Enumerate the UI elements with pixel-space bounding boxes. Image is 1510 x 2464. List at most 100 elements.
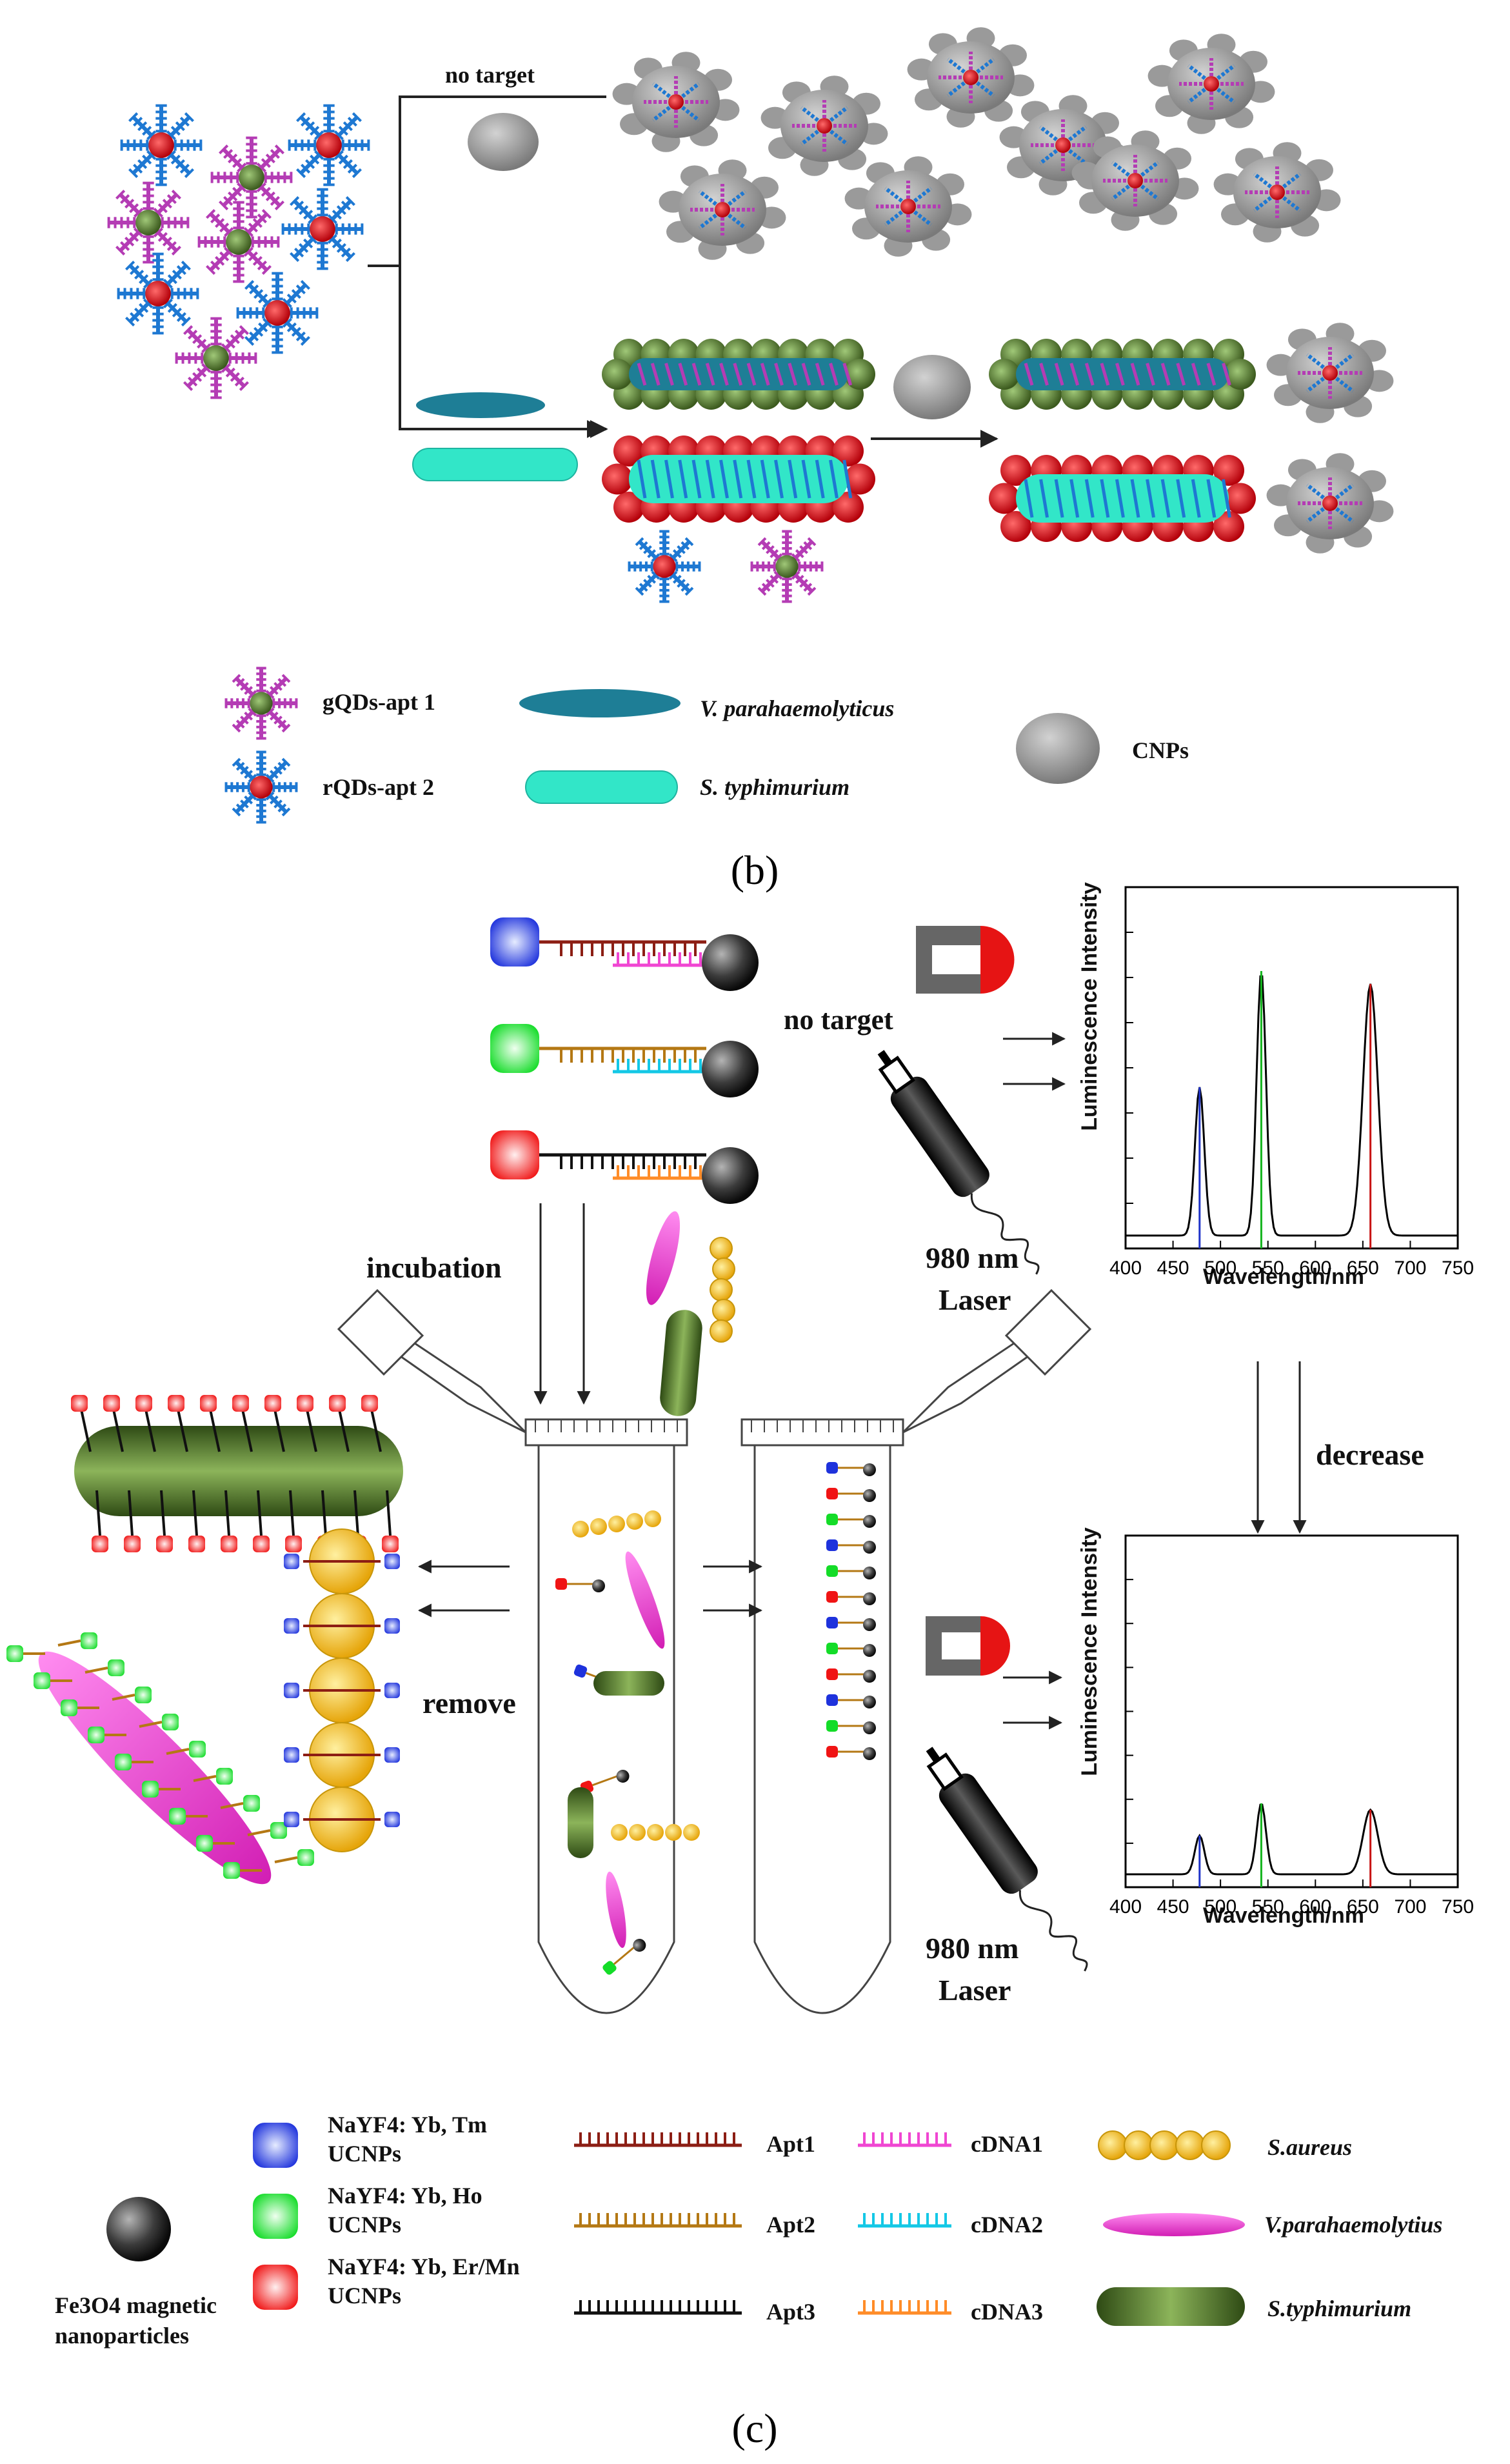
cnp-particle-2 (893, 355, 971, 419)
legend-vp-c: V.parahaemolytius (1264, 2212, 1442, 2238)
mini-probe (826, 1591, 876, 1605)
x-tick-label: 700 (1394, 1896, 1426, 1918)
incubation-label: incubation (366, 1251, 502, 1284)
x-tick-label: 750 (1442, 1257, 1474, 1279)
sa-in-tube (608, 1516, 625, 1532)
legend-vp-cell-c (1103, 2213, 1245, 2236)
captured-cell (989, 339, 1256, 410)
mini-probe (826, 1746, 876, 1760)
legend-fe-line2: nanoparticles (55, 2323, 189, 2349)
legend-tm-line1: NaYF4: Yb, Tm (328, 2112, 487, 2138)
x-tick-label: 450 (1157, 1257, 1189, 1279)
legend-strand (574, 2132, 742, 2147)
quantum-dot-mixture (107, 104, 370, 399)
legend-sa-bead (1098, 2130, 1128, 2160)
cnp-particle (468, 113, 539, 171)
vp-removed (38, 1651, 272, 1885)
red-qd-aptamer (288, 104, 370, 186)
st-in-tube-2 (568, 1787, 593, 1858)
x-tick-label: 600 (1299, 1896, 1331, 1918)
sa-in-tube-2 (611, 1824, 628, 1841)
x-tick-label: 400 (1109, 1896, 1142, 1918)
st-in-tube (593, 1671, 664, 1696)
centrifuge-tube (337, 1288, 688, 2014)
laser-bottom-line2: Laser (939, 1974, 1011, 2007)
legend-sa: S.aureus (1267, 2134, 1352, 2160)
vp-cell-added (646, 1211, 680, 1305)
legend-apt2: Apt2 (766, 2212, 815, 2238)
spectrum-bottom: Luminescence Intensity Wavelength/nm 400… (1077, 1527, 1474, 1928)
ucnp-probe (490, 1024, 759, 1097)
centrifuge-tubes (337, 1288, 1092, 2014)
x-tick-label: 550 (1252, 1896, 1284, 1918)
centrifuge-tube (740, 1288, 1092, 2014)
legend-er-line1: NaYF4: Yb, Er/Mn (328, 2254, 520, 2279)
x-tick-label: 450 (1157, 1896, 1189, 1918)
mini-probe (826, 1617, 876, 1631)
cnp-complex (844, 156, 972, 257)
legend-vp-label: V. parahaemolyticus (700, 696, 894, 721)
green-qd-aptamer (197, 201, 280, 283)
x-tick-label: 750 (1442, 1896, 1474, 1918)
panel-b: no target gQDs-apt 1 rQDs-apt 2 V. parah… (107, 27, 1394, 893)
green-qd-aptamer (210, 136, 293, 219)
red-qd-aptamer (628, 530, 701, 603)
sa-in-tube-2 (683, 1824, 700, 1841)
sa-in-tube (572, 1521, 589, 1537)
cnp-complex (659, 159, 786, 260)
legend-gqds-label: gQDs-apt 1 (323, 689, 435, 715)
decrease-label: decrease (1316, 1438, 1424, 1471)
spectrum-bottom-xlabel: Wavelength/nm (1203, 1903, 1364, 1928)
x-tick-label: 650 (1347, 1896, 1379, 1918)
cnp-complex (760, 75, 888, 176)
captured-cell (602, 339, 875, 410)
legend-st-cell-c (1097, 2287, 1245, 2326)
panel-c: no target 980 nm Laser incubation remove (6, 882, 1474, 2451)
legend-apt1: Apt1 (766, 2131, 815, 2157)
cnp-complex (612, 52, 740, 152)
cnp-complex (1147, 34, 1275, 134)
green-qd-aptamer (175, 317, 257, 399)
cnp-complex (1071, 130, 1199, 231)
sa-in-tube-2 (647, 1824, 664, 1841)
legend-strand (858, 2300, 951, 2315)
red-qd-aptamer (120, 104, 203, 186)
mini-probe (826, 1565, 876, 1579)
magnet-icon (916, 926, 1015, 994)
legend-c: Fe3O4 magnetic nanoparticles NaYF4: Yb, … (55, 2112, 1442, 2349)
s-typhimurium-cell (412, 448, 578, 481)
st-cell-added (660, 1310, 702, 1416)
vp-in-tube (625, 1551, 665, 1649)
mini-probe (826, 1694, 876, 1708)
green-qd-aptamer (107, 181, 190, 264)
legend-fe3o4 (106, 2197, 171, 2261)
cnp-complex (1266, 453, 1394, 554)
laser-pointer (877, 1050, 1040, 1275)
legend-er-line2: UCNPs (328, 2283, 401, 2309)
sa-in-tube (590, 1518, 607, 1535)
remove-label: remove (422, 1687, 516, 1719)
legend-rqds-label: rQDs-apt 2 (323, 774, 434, 800)
captured-bacteria-complexes (602, 323, 1394, 554)
red-qd-aptamer (236, 272, 319, 354)
legend-strand (858, 2132, 951, 2147)
ucnp-probes (490, 917, 759, 1204)
sa-in-tube-2 (665, 1824, 682, 1841)
laser-top-line2: Laser (939, 1283, 1011, 1316)
legend-sa-bead (1124, 2130, 1153, 2160)
x-tick-label: 500 (1204, 1257, 1237, 1279)
mini-probe (602, 1939, 646, 1975)
green-qd-aptamer (750, 530, 824, 603)
x-tick-label: 700 (1394, 1257, 1426, 1279)
no-target-label-b: no target (445, 62, 535, 88)
legend-er-ucnp (253, 2265, 298, 2310)
no-target-label-c: no target (784, 1004, 893, 1036)
legend-ho-line2: UCNPs (328, 2212, 401, 2238)
legend-cnp (1016, 713, 1100, 784)
cnp-quenched-complexes (612, 27, 1341, 260)
panel-c-label: (c) (731, 2405, 777, 2451)
legend-cnps-label: CNPs (1132, 737, 1189, 763)
free-quantum-dots (628, 530, 824, 603)
cnp-complex (1213, 142, 1341, 243)
